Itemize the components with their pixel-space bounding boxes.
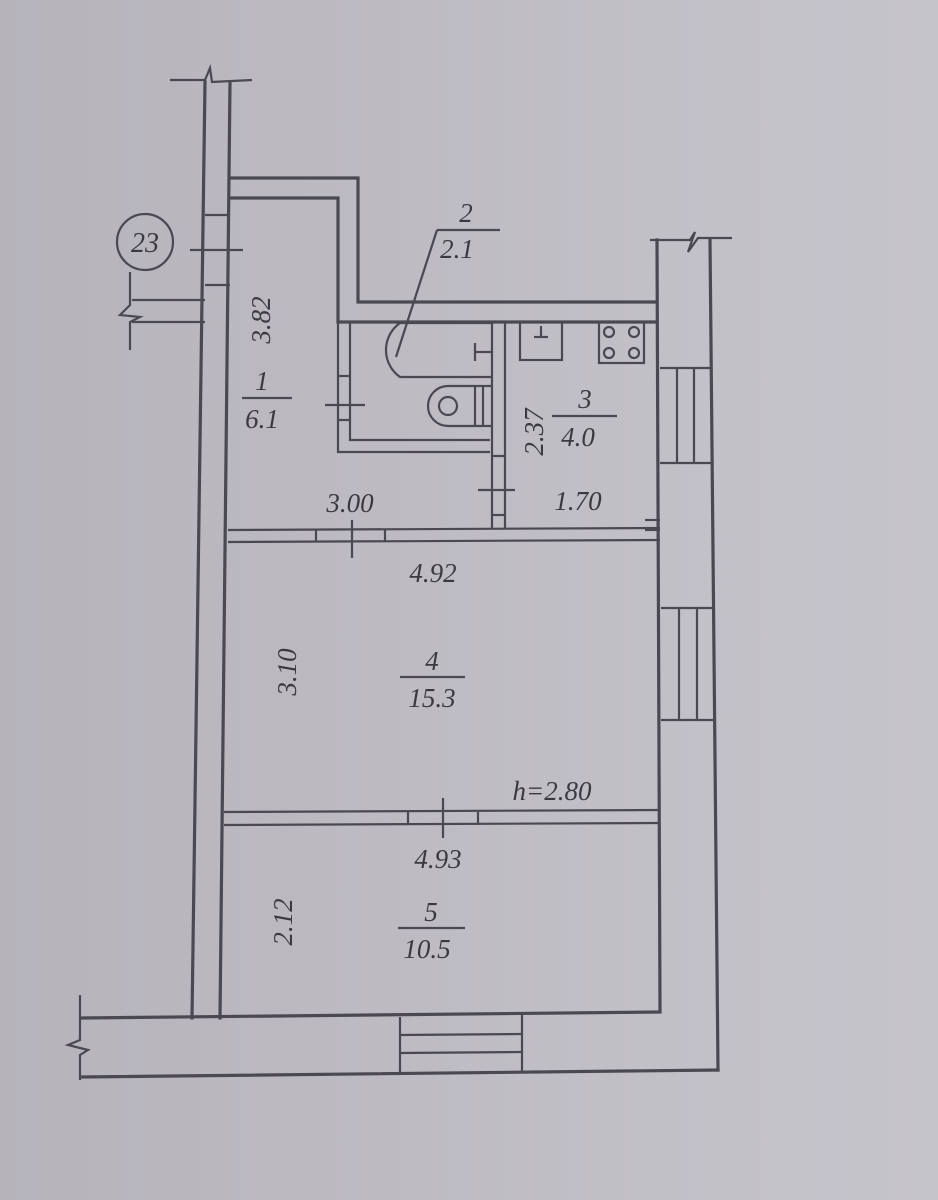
room-2-label: 2 2.1 (440, 198, 474, 264)
right-wall (645, 231, 732, 1072)
room-4-label: 4 15.3 (400, 646, 465, 713)
toilet-icon (426, 384, 492, 428)
bottom-wall (64, 995, 720, 1080)
room-area: 4.0 (561, 422, 595, 452)
room-number: 3 (577, 384, 592, 414)
room-5-width: 4.93 (414, 844, 461, 874)
partition-lower (223, 798, 661, 838)
room-1-walls (228, 176, 657, 324)
ceiling-height: h=2.80 (513, 776, 592, 806)
neighbor-wall-stub (117, 272, 205, 350)
room-number: 5 (424, 897, 438, 927)
room-5-length: 2.12 (268, 898, 298, 945)
room-4-width: 4.92 (409, 558, 456, 588)
axis-circle (115, 212, 175, 272)
break-mark-top-left (170, 63, 253, 84)
room-area: 15.3 (408, 683, 455, 713)
room-5-label: 5 10.5 (398, 897, 465, 964)
window-room-5 (398, 1015, 524, 1072)
axis-marker: 23 (115, 212, 243, 272)
break-mark-top-right (650, 231, 732, 253)
partition-upper (227, 520, 661, 558)
bathtub-icon (384, 321, 492, 379)
room-1-label: 1 6.1 (242, 366, 292, 434)
room-area: 6.1 (245, 404, 279, 434)
room-3-label: 3 4.0 (552, 384, 617, 452)
room-number: 2 (459, 198, 473, 228)
corridor-width: 3.00 (325, 488, 374, 518)
room-area: 2.1 (440, 234, 474, 264)
window-kitchen (660, 366, 711, 465)
room-4-length: 3.10 (272, 648, 302, 697)
room-number: 1 (255, 366, 269, 396)
room-3-width: 1.70 (554, 486, 602, 516)
left-wall (170, 63, 253, 1020)
room-area: 10.5 (403, 934, 450, 964)
room-1-length: 3.82 (246, 296, 276, 344)
axis-label: 23 (131, 228, 159, 259)
stove-icon (597, 320, 646, 365)
bathroom-walls (325, 322, 515, 528)
sink-icon (518, 320, 564, 362)
break-mark-bottom (64, 995, 91, 1080)
room-number: 4 (425, 646, 439, 676)
room-2-leader (394, 228, 500, 358)
window-room-4 (661, 606, 713, 722)
room-3-length: 2.37 (519, 407, 549, 456)
